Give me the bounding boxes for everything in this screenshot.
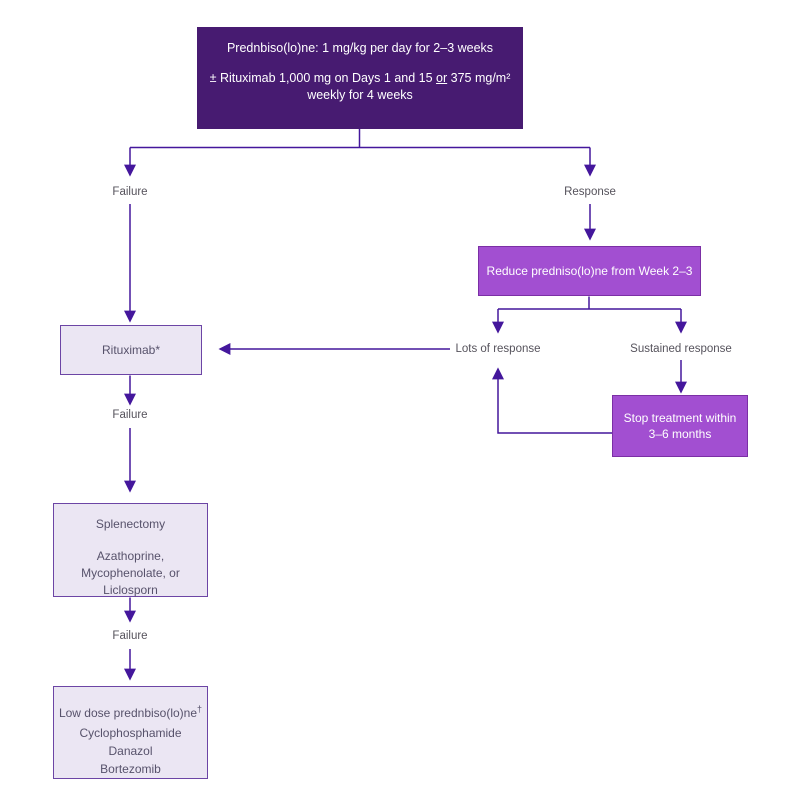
node-low-dose-options: Low dose prednbiso(lo)ne† Cyclophosphami… — [53, 686, 208, 779]
splenectomy-line2: Azathoprine, — [96, 549, 165, 563]
lowdose-line3: Danazol — [108, 744, 153, 758]
reduce-label: Reduce predniso(lo)ne from Week 2–3 — [486, 264, 693, 278]
or-underlined: or — [436, 71, 448, 85]
stop-line1: Stop treatment within — [623, 411, 737, 425]
node-splenectomy: Splenectomy Azathoprine, Mycophenolate, … — [53, 503, 208, 597]
label-response: Response — [564, 186, 616, 198]
node-start-treatment: Prednbiso(lo)ne: 1 mg/kg per day for 2–3… — [197, 27, 523, 129]
splenectomy-line1: Splenectomy — [95, 517, 166, 531]
node-stop-treatment: Stop treatment within 3–6 months — [612, 395, 748, 457]
start-line1: Prednbiso(lo)ne: 1 mg/kg per day for 2–3… — [226, 41, 494, 55]
start-line3: weekly for 4 weeks — [307, 88, 413, 102]
label-sustained-response: Sustained response — [630, 343, 732, 355]
label-failure-top: Failure — [112, 186, 148, 198]
label-failure-bottom: Failure — [112, 630, 148, 642]
lowdose-line1: Low dose prednbiso(lo)ne† — [58, 704, 203, 720]
label-failure-mid: Failure — [112, 409, 148, 421]
splenectomy-line4: Liclosporn — [103, 583, 158, 597]
stop-line2: 3–6 months — [648, 427, 712, 441]
rituximab-label: Rituximab* — [101, 342, 161, 357]
edge-stop-to-lots — [492, 367, 612, 434]
lowdose-line2: Cyclophosphamide — [79, 726, 182, 740]
node-reduce-prednisolone: Reduce predniso(lo)ne from Week 2–3 — [478, 246, 701, 296]
lowdose-line4: Bortezomib — [100, 762, 161, 776]
start-line2: ± Rituximab 1,000 mg on Days 1 and 15 or… — [209, 71, 511, 85]
splenectomy-alternatives: Azathoprine, Mycophenolate, or Liclospor… — [54, 548, 207, 599]
splenectomy-line3: Mycophenolate, or — [81, 566, 180, 580]
dagger-footnote-mark: † — [197, 704, 203, 714]
node-rituximab: Rituximab* — [60, 325, 202, 375]
label-lots-of-response: Lots of response — [455, 343, 541, 355]
